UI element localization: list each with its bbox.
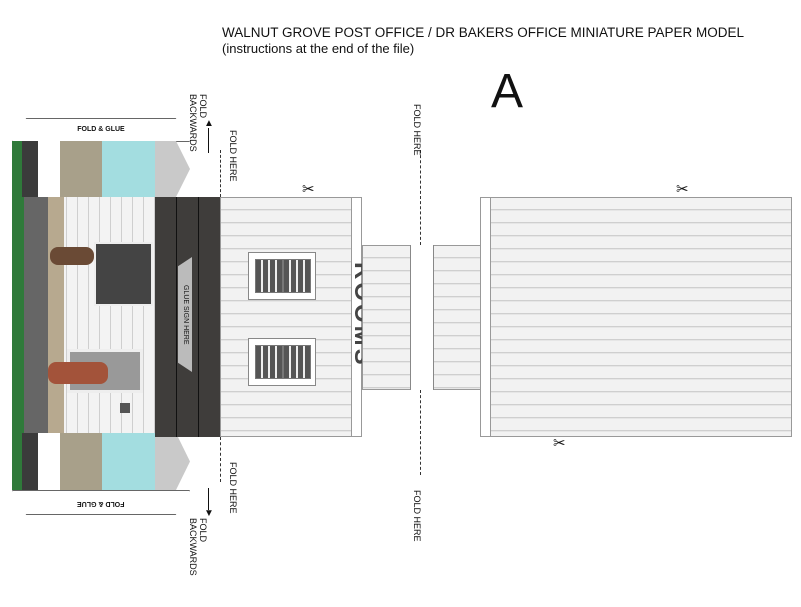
roof-edge-bottom [155, 433, 190, 490]
fold-here-label: FOLD HERE [412, 490, 422, 542]
scissors-icon: ✂ [676, 181, 689, 198]
side-wall-right [480, 197, 792, 437]
arrow-line [208, 128, 209, 153]
fold-backwards-label: FOLD BACKWARDS [188, 94, 208, 152]
fold-line [220, 150, 221, 197]
figure-woman [50, 247, 94, 265]
fold-here-label: FOLD HERE [228, 130, 238, 182]
fold-glue-label: FOLD & GLUE [77, 500, 125, 507]
rooms-wall [220, 197, 362, 437]
page-title: WALNUT GROVE POST OFFICE / DR BAKERS OFF… [222, 25, 745, 40]
fold-here-label: FOLD HERE [412, 104, 422, 156]
side-panel-top [12, 141, 155, 197]
page-subtitle: (instructions at the end of the file) [222, 41, 415, 56]
lantern [120, 403, 130, 413]
porch-steps [24, 197, 48, 433]
window-upper [248, 252, 316, 300]
fold-line [420, 390, 421, 475]
sheet-letter: A [491, 65, 524, 118]
arrow-up-icon: ▲ [204, 118, 214, 129]
arrow-down-icon: ▼ [204, 508, 214, 519]
fold-line [420, 150, 421, 245]
front-window [94, 242, 153, 306]
glue-sign-area [178, 257, 192, 372]
fold-glue-label: FOLD & GLUE [77, 126, 125, 133]
glue-sign-here-label: GLUE SIGN HERE [182, 285, 189, 345]
side-panel-bottom [12, 433, 155, 490]
window-lower [248, 338, 316, 386]
porch-floor [48, 197, 64, 433]
corner-trim [351, 198, 361, 436]
corner-trim [481, 198, 491, 436]
sign-band: GLUE SIGN HERE [155, 197, 220, 437]
scissors-icon: ✂ [302, 181, 315, 198]
fold-line [220, 437, 221, 482]
connector-corner [410, 245, 434, 390]
fold-backwards-label: FOLD BACKWARDS [188, 518, 208, 576]
fold-glue-flap-top: FOLD & GLUE [12, 118, 190, 142]
front-porch-panel [12, 197, 155, 433]
scissors-icon: ✂ [553, 435, 566, 452]
arrow-line [208, 488, 209, 510]
fold-here-label: FOLD HERE [228, 462, 238, 514]
roof-edge-top [155, 141, 190, 197]
grass [12, 197, 24, 433]
fold-glue-flap-bottom: FOLD & GLUE [12, 490, 190, 515]
figure-man [48, 362, 108, 384]
